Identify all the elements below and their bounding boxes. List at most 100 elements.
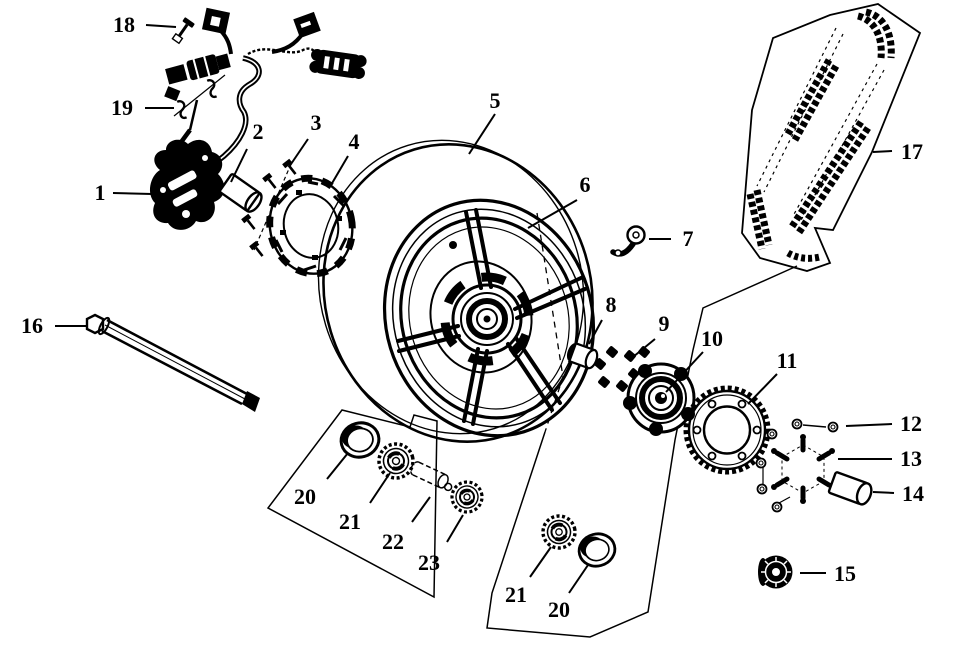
part-callout-14: 14: [872, 481, 924, 506]
leader-line: [230, 148, 248, 183]
bearing-seal-set-left: [339, 421, 484, 514]
hub-collar-8: [566, 341, 599, 370]
sprocket-nuts-12: [755, 418, 839, 513]
bracket-to-hose-link: [218, 28, 233, 55]
part-number-label: 20: [294, 484, 316, 509]
part-number-label: 1: [95, 180, 106, 205]
part-number-label: 5: [490, 88, 501, 113]
rear-axle-16: [85, 313, 260, 412]
leader-line: [872, 491, 895, 494]
side-collar-14: [827, 471, 873, 506]
brake-caliper: [149, 139, 225, 230]
leader-line: [288, 138, 309, 168]
part-callout-2: 2: [230, 119, 264, 183]
part-callout-21: 21: [505, 546, 552, 607]
sensor-lower-connector: [164, 86, 181, 102]
part-callout-20: 20: [294, 452, 349, 509]
leader-line: [446, 514, 464, 543]
rear-sprocket-11: [683, 385, 771, 475]
part-callout-8: 8: [588, 292, 617, 345]
part-number-label: 15: [834, 561, 856, 586]
part-number-label: 16: [21, 313, 43, 338]
axle-nut-15: [758, 555, 793, 589]
part-callout-3: 3: [288, 110, 322, 168]
hose-upper-fitting: [293, 11, 321, 39]
leader-line: [468, 113, 496, 155]
leader-line: [632, 338, 656, 358]
part-number-label: 10: [701, 326, 723, 351]
leader-line: [568, 564, 589, 594]
part-number-label: 19: [111, 95, 133, 120]
part-callout-21: 21: [339, 472, 391, 534]
part-callout-23: 23: [418, 514, 464, 575]
part-number-label: 21: [505, 582, 527, 607]
part-number-label: 18: [113, 12, 135, 37]
ball-bearing-21a: [377, 442, 415, 480]
leader-line: [527, 199, 578, 229]
bearing-panel-left-outline: [266, 409, 438, 599]
part-number-label: 3: [311, 110, 322, 135]
part-number-label: 14: [902, 481, 924, 506]
part-callout-1: 1: [95, 180, 153, 205]
rear-wheel: [317, 139, 596, 443]
part-callout-20: 20: [548, 564, 589, 622]
leader-line: [845, 423, 893, 427]
spacer-tube-22: [410, 461, 453, 492]
part-number-label: 21: [339, 509, 361, 534]
wheel-hub-center: [429, 260, 534, 374]
sprocket-hub-group: [566, 341, 696, 436]
leader-line: [112, 192, 153, 195]
part-number-label: 8: [606, 292, 617, 317]
part-number-label: 23: [418, 550, 440, 575]
leader-line: [872, 150, 893, 153]
part-callout-13: 13: [838, 446, 922, 471]
fitting-to-hose-link: [271, 31, 305, 54]
part-number-label: 20: [548, 597, 570, 622]
oil-seal-20b: [577, 532, 617, 568]
fasteners-group: [755, 418, 873, 589]
wire-connector: [309, 48, 367, 80]
part-callout-15: 15: [800, 561, 856, 586]
rim-valve-hole: [449, 241, 457, 249]
part-callout-22: 22: [382, 496, 431, 554]
part-callout-17: 17: [872, 139, 923, 164]
leader-line: [529, 546, 552, 578]
bracket-bolt-18: [171, 17, 195, 45]
part-number-label: 13: [900, 446, 922, 471]
part-callout-4: 4: [330, 129, 360, 186]
hub-panel-outline: [486, 212, 798, 638]
part-callout-6: 6: [527, 172, 591, 229]
leader-line: [369, 472, 391, 504]
part-callout-10: 10: [665, 326, 723, 393]
part-callout-5: 5: [468, 88, 501, 155]
part-number-label: 9: [659, 311, 670, 336]
leader-line: [665, 351, 704, 393]
part-number-label: 22: [382, 529, 404, 554]
tire-valve-7: [610, 225, 646, 257]
part-callout-9: 9: [632, 311, 670, 358]
speed-sensor-body: [165, 53, 231, 85]
oil-seal-20a: [339, 421, 381, 459]
bearing-seal-set-center: [541, 514, 617, 568]
part-callout-11: 11: [747, 348, 797, 405]
part-number-label: 4: [349, 129, 360, 154]
part-callout-18: 18: [113, 12, 177, 37]
leader-line: [330, 155, 349, 186]
part-number-label: 2: [253, 119, 264, 144]
part-number-label: 12: [900, 411, 922, 436]
disc-bolts-3: [241, 158, 297, 257]
part-callout-7: 7: [649, 226, 694, 251]
part-number-label: 17: [901, 139, 923, 164]
sensor-wire: [247, 47, 320, 58]
cush-drive-rubbers-9: [594, 346, 650, 392]
wheel-side-collar-2: [218, 173, 263, 213]
leader-line: [588, 319, 603, 345]
brake-disc-4: [266, 174, 356, 278]
drive-chain: [746, 8, 895, 262]
hose-clamps-19: [173, 74, 226, 120]
part-number-label: 7: [683, 226, 694, 251]
sprocket-studs-13: [771, 434, 835, 504]
ball-bearing-23: [450, 480, 484, 514]
